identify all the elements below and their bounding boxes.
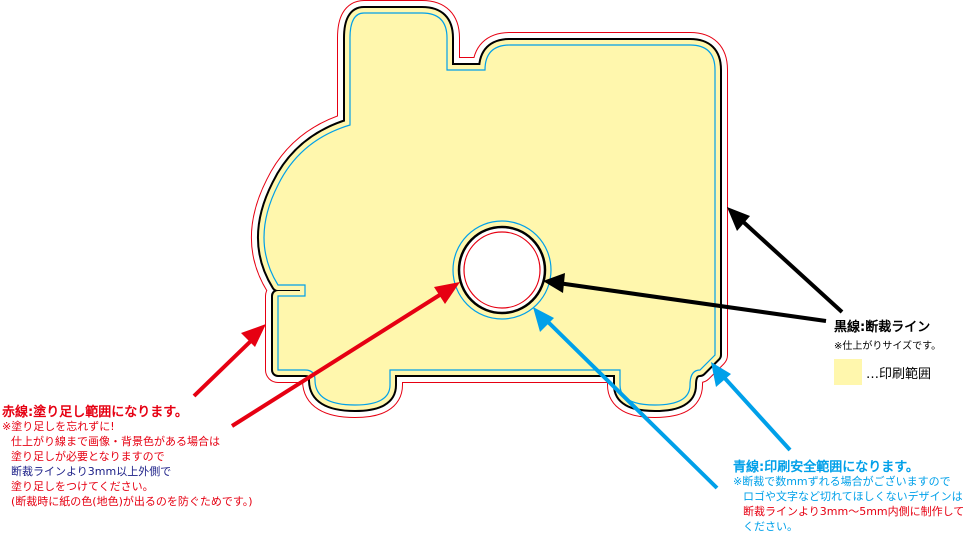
trim-title: 黒線:断裁ライン [834,320,931,335]
safe-note-3: 断裁ラインより3mm〜5mm内側に制作して [743,505,965,518]
safe-title: 青線:印刷安全範囲になります。 [733,460,919,475]
safe-note-1: ※断裁で数mmずれる場合がございますので [733,475,951,488]
bleed-note-6: (断裁時に紙の色(地色)が出るのを防ぐためです。) [11,495,253,508]
bleed-note-1: ※塗り足しを忘れずに! [2,420,115,433]
red-arrows [192,282,460,428]
safe-notes: ※断裁で数mmずれる場合がございますので ロゴや文字など切れてほしくないデザイン… [733,474,964,534]
bleed-note-4: 断裁ラインより3mm以上外側で [11,465,172,478]
bleed-note-3: 塗り足しが必要となりますので [11,450,165,463]
black-arrows [543,207,844,323]
bleed-note-5: 塗り足しをつけてください。 [11,480,154,493]
bleed-notes: ※塗り足しを忘れずに! 仕上がり線まで画像・背景色がある場合は 塗り足しが必要と… [2,419,253,509]
print-area [264,13,715,405]
legend-swatch [834,359,862,385]
trim-note: ※仕上がりサイズです。 [834,341,942,352]
legend-label: …印刷範囲 [866,367,932,382]
blue-arrows [533,307,792,490]
hole-bleed-ring [463,231,541,309]
safe-note-4: ください。 [743,520,798,533]
bleed-title: 赤線:塗り足し範囲になります。 [2,405,188,420]
bleed-note-2: 仕上がり線まで画像・背景色がある場合は [11,435,220,448]
hole-safe-ring [452,220,552,320]
safe-note-2: ロゴや文字など切れてほしくないデザインは [743,490,963,503]
